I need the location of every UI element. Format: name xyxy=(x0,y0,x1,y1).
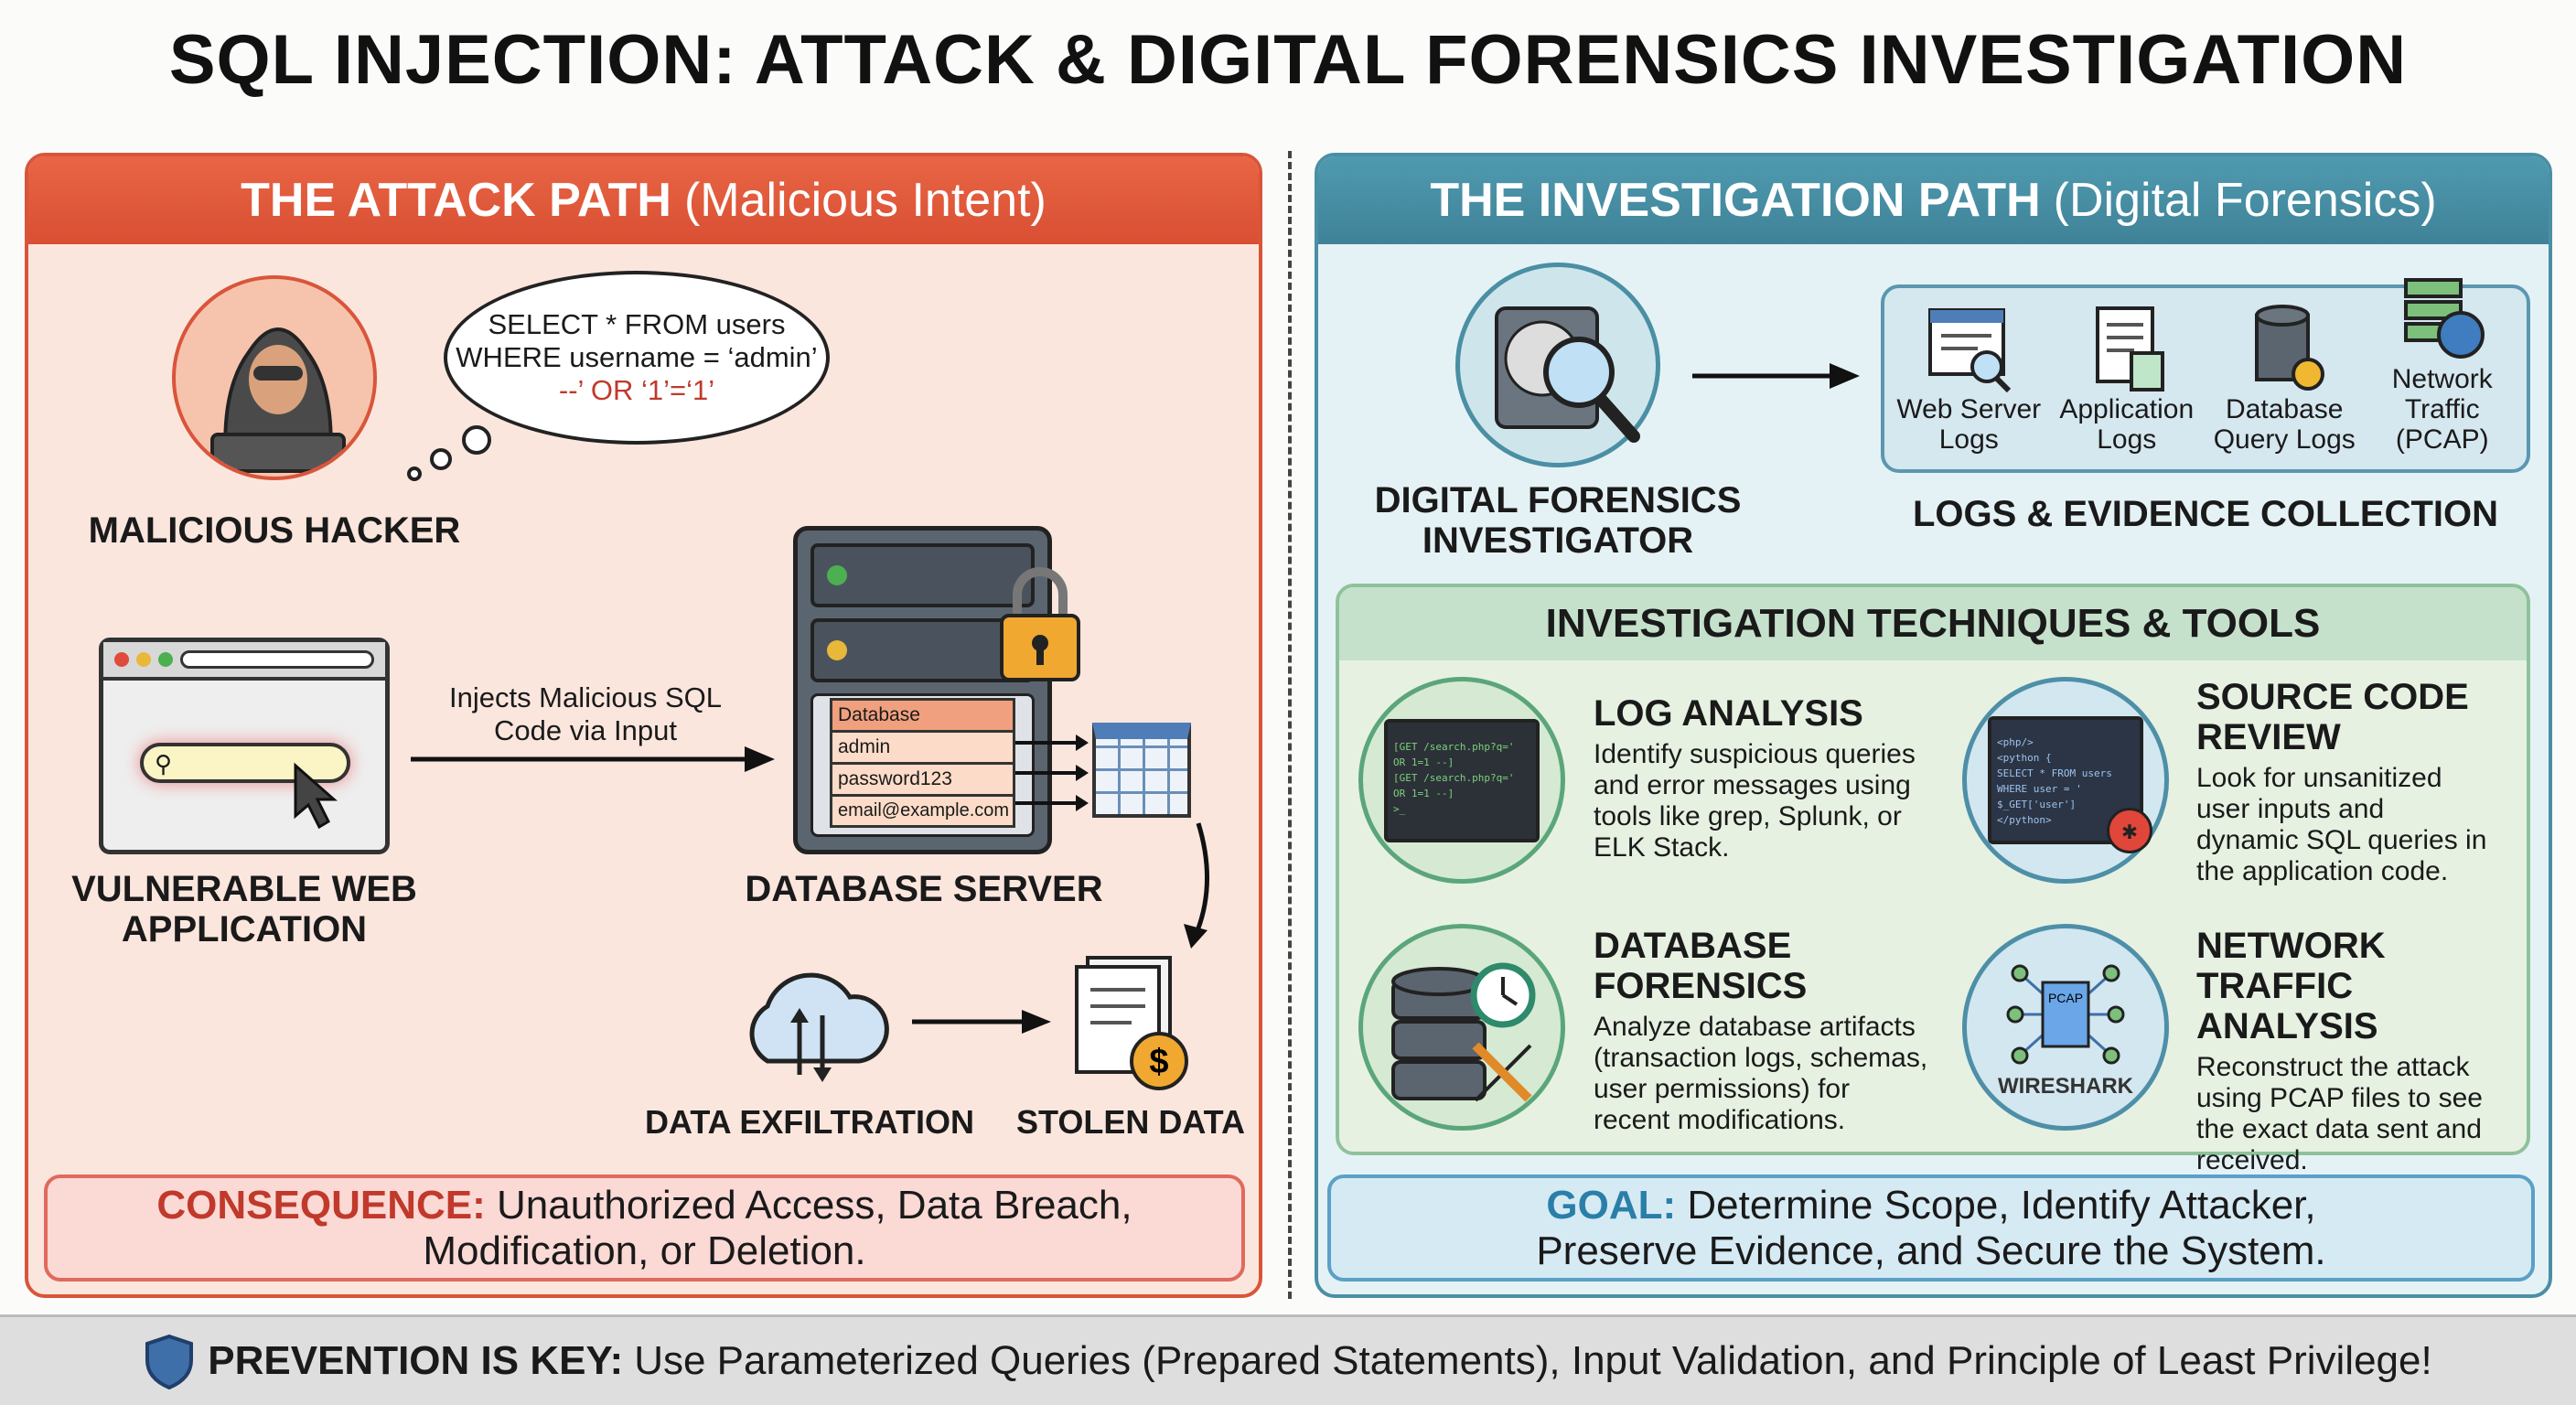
document-icon xyxy=(2095,306,2164,391)
network-traffic-icon: PCAP WIRESHARK xyxy=(1962,924,2169,1131)
investigation-path-header: THE INVESTIGATION PATH(Digital Forensics… xyxy=(1318,156,2549,244)
broken-lock-icon xyxy=(1000,567,1080,681)
log-source-label: Application xyxy=(2059,394,2195,424)
sql-line-1: SELECT * FROM users xyxy=(488,308,786,340)
sql-injection-payload: --’ OR ‘1’=‘1’ xyxy=(558,374,715,406)
log-analysis-icon: [GET /search.php?q='OR 1=1 --][GET /sear… xyxy=(1358,677,1565,884)
shield-icon xyxy=(145,1334,194,1389)
web-log-icon xyxy=(1928,308,2012,393)
database-server-label: DATABASE SERVER xyxy=(745,869,1103,909)
stolen-documents-icon: $ xyxy=(1075,956,1188,1090)
thought-bubble-dot xyxy=(407,467,422,481)
exfiltration-arrow xyxy=(912,1010,1051,1034)
cursor-icon xyxy=(294,762,338,830)
exfiltration-label: DATA EXFILTRATION xyxy=(645,1103,974,1141)
log-source-label: Network xyxy=(2391,364,2493,394)
attack-path-header: THE ATTACK PATH(Malicious Intent) xyxy=(28,156,1259,244)
search-input[interactable]: ⚲ xyxy=(140,743,350,783)
goal-key: GOAL: xyxy=(1546,1182,1677,1228)
database-forensics-icon xyxy=(1358,924,1565,1131)
hacker-label: MALICIOUS HACKER xyxy=(88,510,461,551)
log-source-label: Logs xyxy=(1938,424,1999,455)
forensics-investigator-icon xyxy=(1455,263,1660,467)
investigation-header-subtitle: (Digital Forensics) xyxy=(2053,174,2437,227)
goal-text: Determine Scope, Identify Attacker, xyxy=(1687,1182,2316,1228)
inject-arrow xyxy=(411,746,775,772)
collection-arrow xyxy=(1692,363,1860,389)
curved-arrow xyxy=(1184,822,1209,949)
svg-text:PCAP: PCAP xyxy=(2048,991,2083,1005)
bug-icon: ✱ xyxy=(2107,808,2152,853)
prevention-key: PREVENTION IS KEY: xyxy=(208,1338,624,1383)
log-source-label: Web Server xyxy=(1896,394,2042,424)
log-source-label: Traffic (PCAP) xyxy=(2395,394,2489,455)
goal-text: Preserve Evidence, and Secure the System… xyxy=(1536,1228,2326,1273)
stolen-data-label: STOLEN DATA xyxy=(1016,1103,1245,1141)
cloud-exfiltration-icon xyxy=(749,972,889,1082)
database-icon xyxy=(2255,305,2325,391)
goal-box: GOAL: Determine Scope, Identify Attacker… xyxy=(1327,1174,2535,1282)
technique-log-analysis: LOG ANALYSIS Identify suspicious queries… xyxy=(1594,693,1959,863)
db-row-header: Database xyxy=(832,701,1013,733)
thought-bubble-dot xyxy=(430,448,452,470)
consequence-text: Unauthorized Access, Data Breach, xyxy=(497,1182,1132,1228)
svg-text:$: $ xyxy=(1149,1043,1168,1081)
search-icon: ⚲ xyxy=(155,750,173,778)
techniques-title: INVESTIGATION TECHNIQUES & TOOLS xyxy=(1339,587,2527,660)
technique-description: Analyze database artifacts(transaction l… xyxy=(1594,1012,1928,1135)
sql-thought-cloud: SELECT * FROM users WHERE username = ‘ad… xyxy=(444,271,830,445)
log-source-label: Database xyxy=(2226,394,2344,424)
db-row: password123 xyxy=(832,765,1013,797)
wireshark-logo: WIRESHARK xyxy=(1998,1074,2133,1099)
prevention-text: Use Parameterized Queries (Prepared Stat… xyxy=(634,1338,2432,1383)
log-source-label: Logs xyxy=(2097,424,2157,455)
panel-divider xyxy=(1288,151,1292,1299)
thought-bubble-dot xyxy=(462,425,491,455)
logs-evidence-label: LOGS & EVIDENCE COLLECTION xyxy=(1912,494,2499,534)
data-grid-icon xyxy=(1092,723,1191,818)
attack-header-subtitle: (Malicious Intent) xyxy=(683,174,1046,227)
consequence-text: Modification, or Deletion. xyxy=(423,1228,866,1273)
prevention-bar: PREVENTION IS KEY: Use Parameterized Que… xyxy=(0,1314,2576,1405)
hacker-icon xyxy=(172,275,377,480)
log-source-label: Query Logs xyxy=(2213,424,2356,455)
network-icon xyxy=(2403,278,2485,359)
page-title: SQL INJECTION: ATTACK & DIGITAL FORENSIC… xyxy=(168,21,2408,99)
technique-title: LOG ANALYSIS xyxy=(1594,693,1863,734)
sql-line-2: WHERE username = ‘admin’ xyxy=(456,341,818,373)
extract-arrows xyxy=(1015,735,1089,811)
db-row: email@example.com xyxy=(838,800,1010,820)
investigation-header-title: THE INVESTIGATION PATH xyxy=(1430,174,2041,227)
db-row: admin xyxy=(832,733,1013,765)
attack-header-title: THE ATTACK PATH xyxy=(241,174,671,227)
consequence-box: CONSEQUENCE: Unauthorized Access, Data B… xyxy=(44,1174,1245,1282)
vulnerable-browser-icon: ⚲ xyxy=(99,638,390,854)
consequence-key: CONSEQUENCE: xyxy=(156,1182,486,1228)
database-table: Database admin password123 email@example… xyxy=(830,698,1015,828)
